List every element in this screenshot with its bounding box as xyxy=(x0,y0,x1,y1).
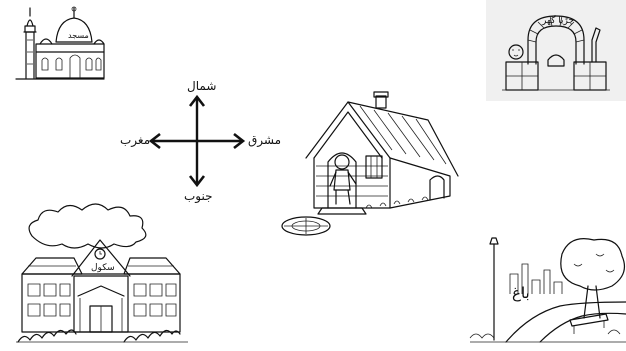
park-illustration: باغ xyxy=(469,234,626,348)
mosque-label: مسجد xyxy=(68,31,89,40)
compass: شمال جنوب مغرب مشرق xyxy=(118,76,288,206)
school-label: سکول xyxy=(91,263,115,273)
school-illustration: سکول xyxy=(16,196,188,346)
west-label: مغرب xyxy=(120,133,151,147)
south-label: جنوب xyxy=(184,189,213,203)
zoo-label: چڑیا گھر xyxy=(542,16,575,26)
park-label: باغ xyxy=(512,284,530,302)
east-label: مشرق xyxy=(248,133,282,147)
zoo-panel: چڑیا گھر xyxy=(486,0,626,101)
mosque-illustration: مسجد xyxy=(12,4,105,80)
north-label: شمال xyxy=(187,79,217,93)
house-illustration xyxy=(280,90,460,240)
